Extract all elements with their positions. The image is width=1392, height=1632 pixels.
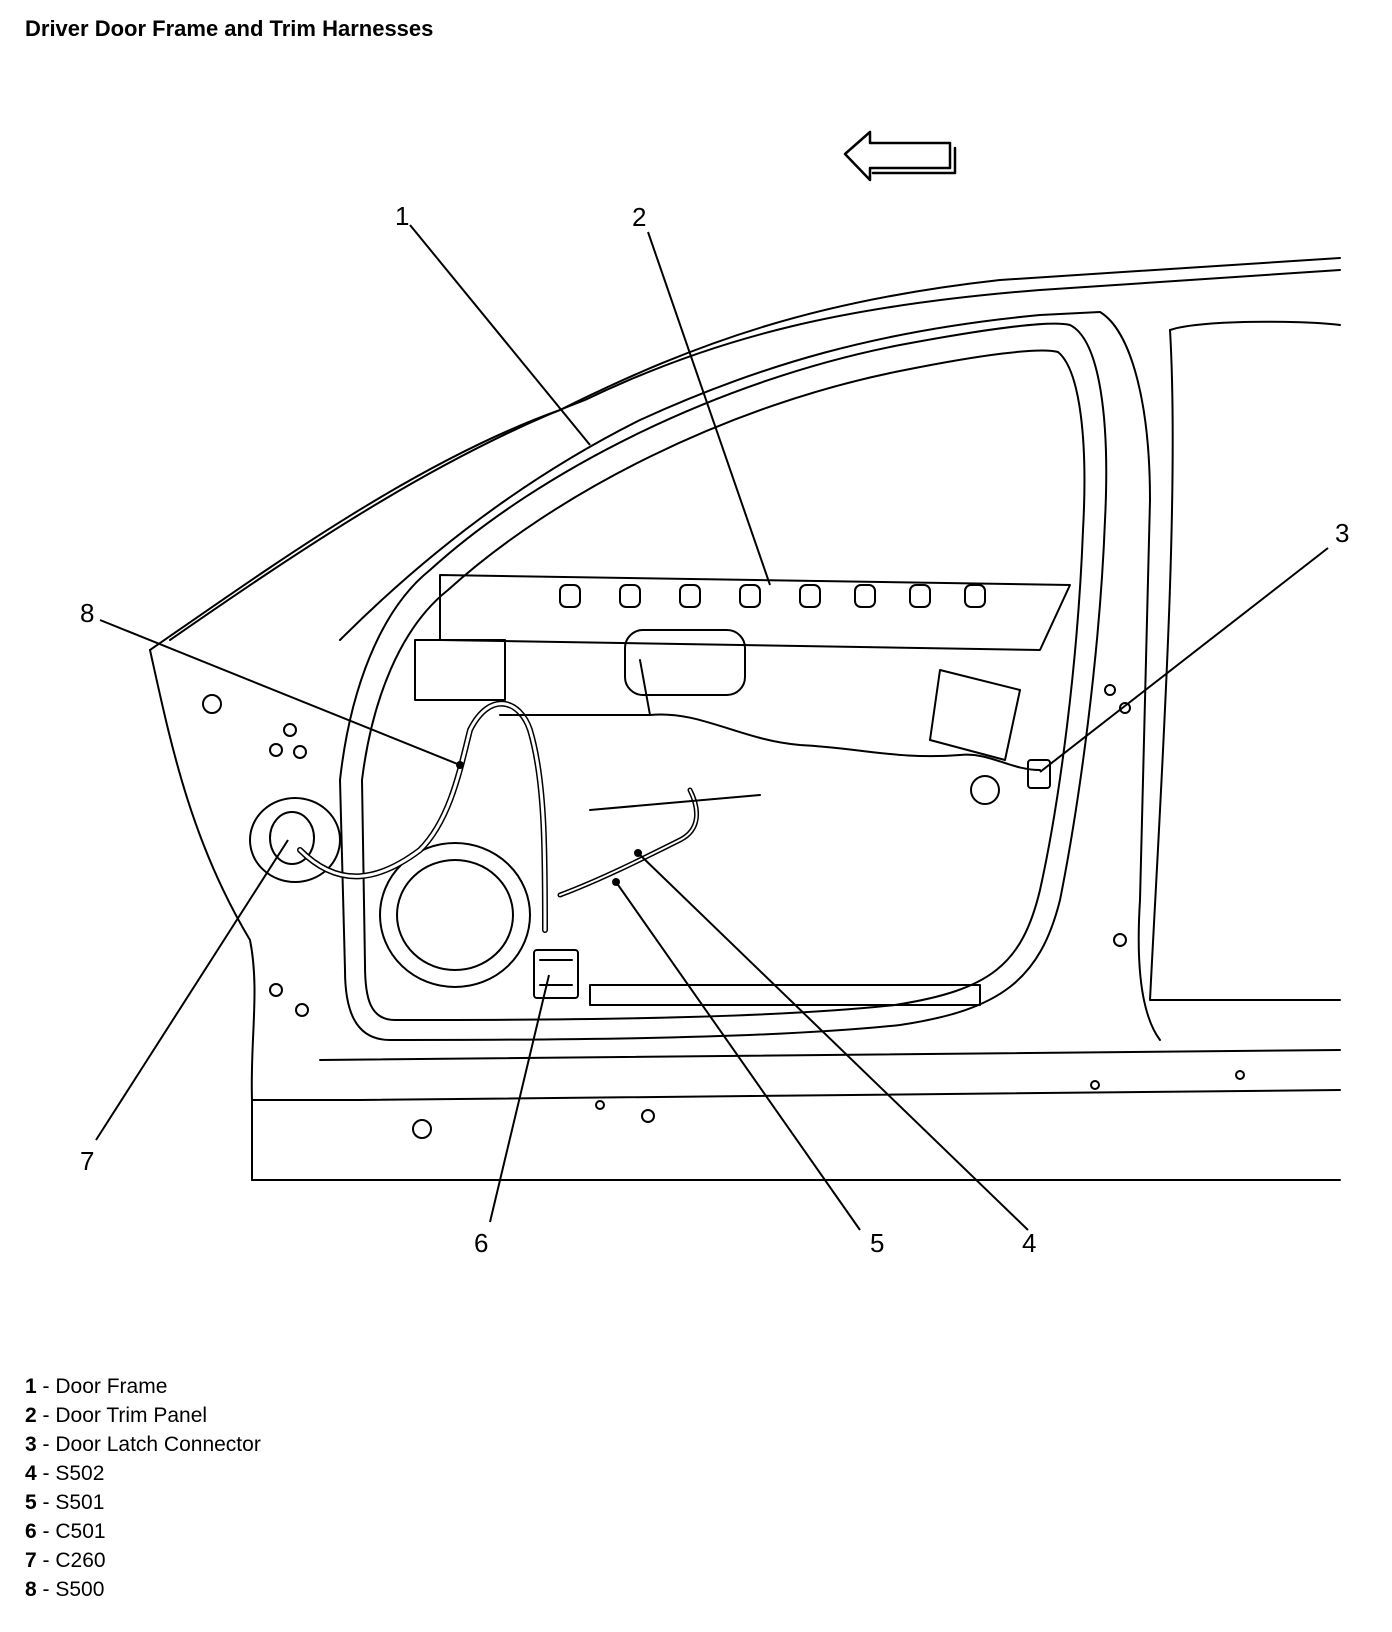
diagram-title: Driver Door Frame and Trim Harnesses [25, 16, 434, 41]
door-frame-outline [339, 322, 1108, 1041]
door-trim-panel [439, 574, 1071, 651]
harness-upper [499, 713, 1041, 771]
door-latch-connector [1027, 759, 1051, 789]
legend-item-8: 8 - S500 [25, 1578, 105, 1601]
callout-4: 4 [1022, 1228, 1036, 1258]
callout-2: 2 [632, 202, 646, 232]
legend-item-5: 5 - S501 [25, 1491, 105, 1514]
b-pillar [1099, 311, 1161, 1041]
callout-7: 7 [80, 1146, 94, 1176]
c501-connector [533, 949, 579, 999]
front-body-outline [149, 649, 256, 1181]
trim-panel-clips [559, 584, 986, 608]
body-upper-frame [339, 311, 1101, 641]
speaker [379, 842, 531, 988]
legend-item-6: 6 - C501 [25, 1520, 106, 1543]
harness-main [297, 700, 548, 933]
legend-item-4: 4 - S502 [25, 1462, 105, 1485]
c260-pod [249, 797, 341, 883]
callout-5: 5 [870, 1228, 884, 1258]
legend-item-7: 7 - C260 [25, 1549, 106, 1572]
callout-3: 3 [1335, 518, 1349, 548]
legend-item-2: 2 - Door Trim Panel [25, 1404, 208, 1427]
callout-8: 8 [80, 598, 94, 628]
callout-6: 6 [474, 1228, 488, 1258]
body-roof-line [149, 257, 1341, 651]
legend-item-1: 1 - Door Frame [25, 1375, 168, 1398]
legend-item-3: 3 - Door Latch Connector [25, 1433, 261, 1456]
callout-1: 1 [395, 201, 409, 231]
arrow-left-icon [843, 130, 952, 182]
legend: 1 - Door Frame 2 - Door Trim Panel 3 - D… [25, 1372, 261, 1604]
